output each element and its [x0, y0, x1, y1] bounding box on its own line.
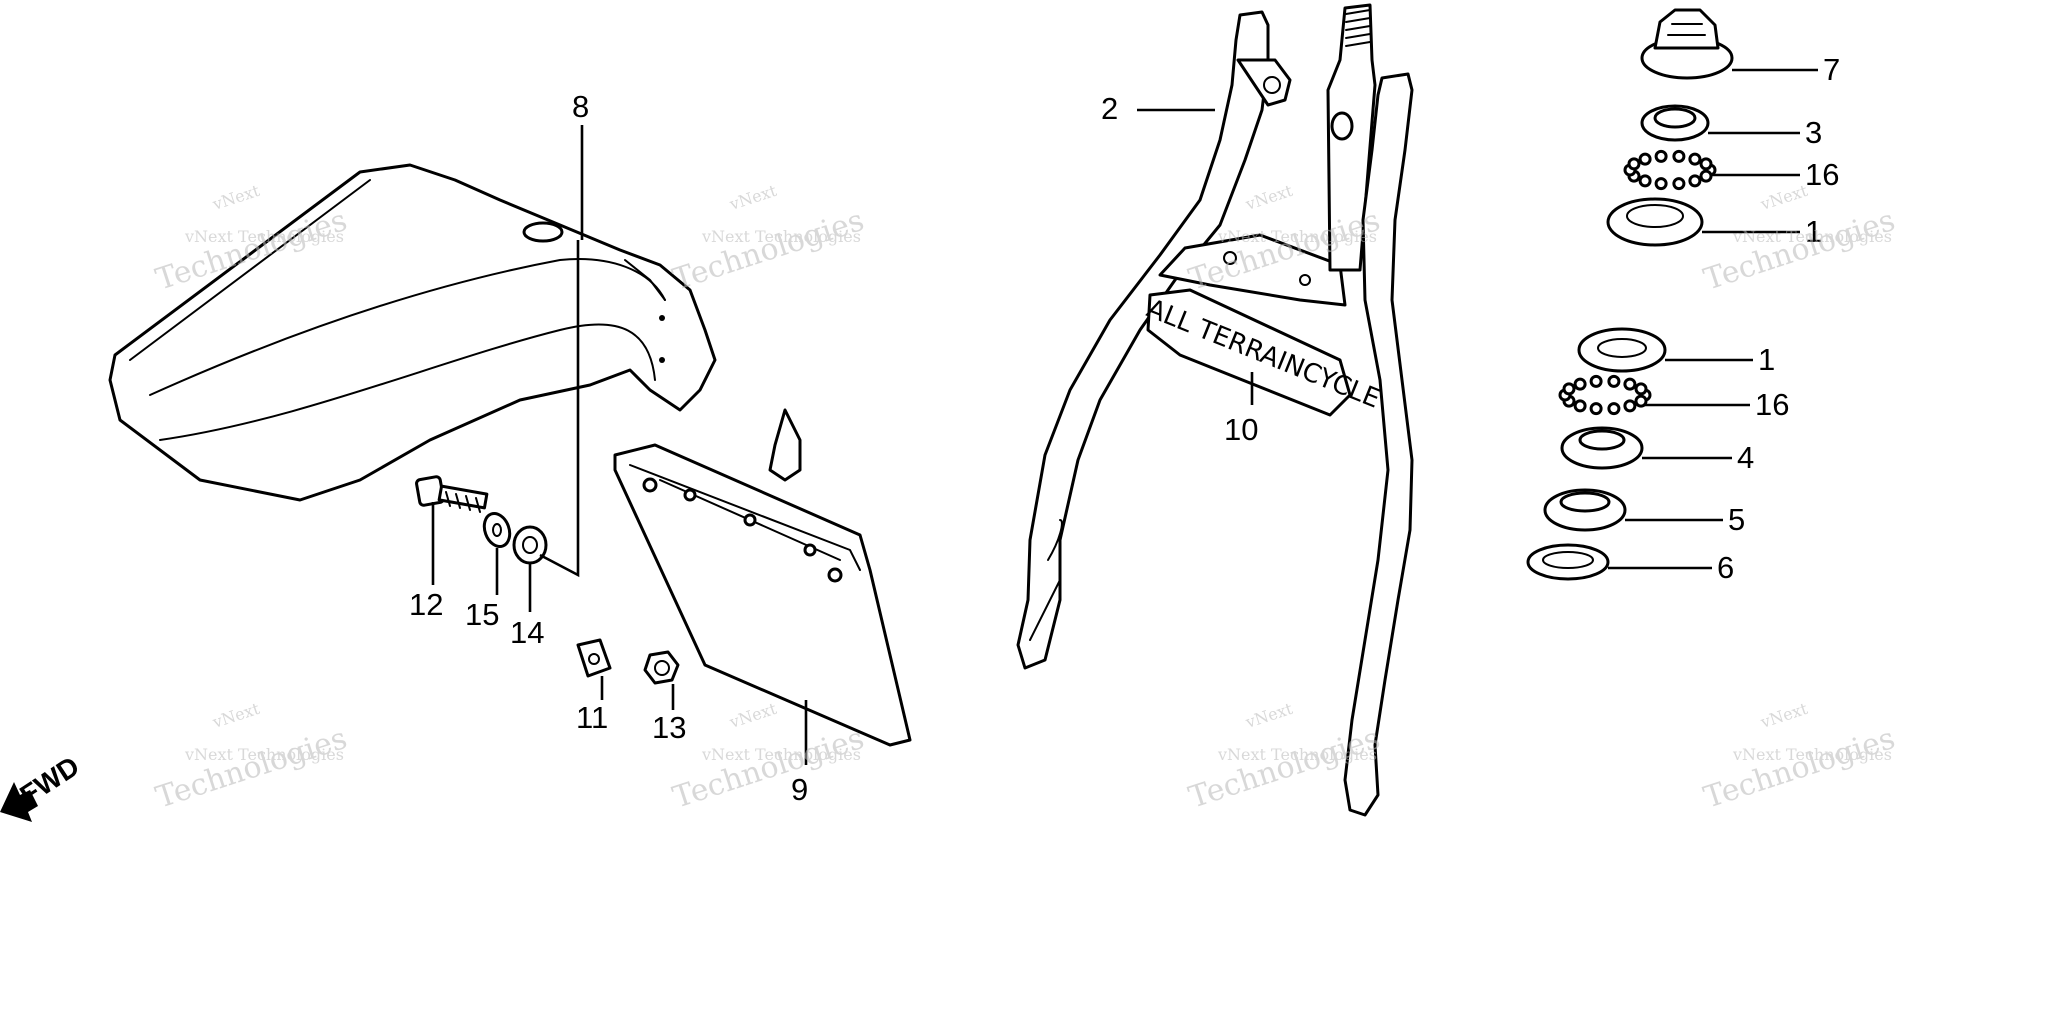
callout-1-upper: 1	[1805, 214, 1822, 249]
steel-ball	[1607, 374, 1621, 388]
svg-text:Technologies: Technologies	[1700, 203, 1900, 298]
callout-numbers: 8 2 10 9 12 15 14 11 13 7 3 16 1 1 16 4 …	[409, 52, 1840, 807]
callout-16-lower: 16	[1755, 387, 1789, 422]
callout-7: 7	[1823, 52, 1840, 87]
cone-race-3	[1640, 104, 1710, 142]
steel-ball	[1623, 377, 1637, 391]
svg-text:vNext: vNext	[209, 181, 262, 214]
ball-race-1-upper	[1606, 197, 1704, 247]
svg-text:vNext: vNext	[1757, 181, 1810, 214]
callout-2: 2	[1101, 91, 1118, 126]
svg-text:Technologies: Technologies	[669, 721, 869, 816]
callout-15: 15	[465, 597, 499, 632]
washer-15	[482, 512, 512, 548]
bolt-12	[415, 475, 489, 513]
steel-ball	[1672, 177, 1686, 191]
number-plate	[613, 443, 912, 747]
callout-9: 9	[791, 772, 808, 807]
callout-5: 5	[1728, 502, 1745, 537]
svg-text:Technologies: Technologies	[669, 203, 869, 298]
steel-balls-16-lower	[1558, 374, 1652, 416]
svg-text:vNext: vNext	[1757, 699, 1810, 732]
svg-text:Technologies: Technologies	[1700, 721, 1900, 816]
cone-race-4	[1560, 426, 1644, 470]
washer-6	[1526, 543, 1610, 581]
steel-ball	[1573, 399, 1587, 413]
front-fork	[1016, 3, 1414, 817]
nut-13	[643, 650, 680, 685]
callout-14: 14	[510, 615, 544, 650]
steel-ball	[1627, 157, 1641, 171]
steel-ball	[1623, 399, 1637, 413]
steel-ball	[1654, 149, 1668, 163]
steel-ball	[1562, 382, 1576, 396]
ball-race-1-lower	[1577, 327, 1667, 373]
svg-text:vNext Technologies: vNext Technologies	[701, 227, 861, 246]
front-fender	[108, 163, 802, 502]
svg-text:vNext Technologies: vNext Technologies	[184, 745, 344, 764]
callout-4: 4	[1737, 440, 1754, 475]
steel-ball	[1589, 374, 1603, 388]
steel-ball	[1672, 149, 1686, 163]
callout-12: 12	[409, 587, 443, 622]
grommet-14	[512, 525, 548, 565]
callout-8: 8	[572, 89, 589, 124]
steel-ball	[1699, 169, 1713, 183]
leader-lines	[431, 68, 1818, 765]
steel-ball	[1688, 152, 1702, 166]
steel-ball	[1589, 402, 1603, 416]
steel-ball	[1634, 382, 1648, 396]
svg-text:Technologies: Technologies	[152, 721, 352, 816]
svg-text:vNext Technologies: vNext Technologies	[1217, 745, 1377, 764]
steel-ball	[1638, 174, 1652, 188]
steel-ball	[1607, 402, 1621, 416]
svg-text:vNext: vNext	[1242, 181, 1295, 214]
svg-text:vNext: vNext	[1242, 699, 1295, 732]
callout-13: 13	[652, 710, 686, 745]
fwd-arrow: FWD	[0, 750, 85, 822]
svg-text:vNext Technologies: vNext Technologies	[701, 745, 861, 764]
fwd-arrow-icon	[0, 782, 38, 822]
steel-ball	[1638, 152, 1652, 166]
watermark: vNext vNext Technologies Technologies	[1700, 181, 1900, 298]
steering-nut-7	[1640, 8, 1734, 80]
steel-ball	[1634, 394, 1648, 408]
watermark: vNext vNext Technologies Technologies	[152, 699, 352, 816]
callout-3: 3	[1805, 115, 1822, 150]
dust-seal-5	[1543, 488, 1627, 532]
callout-1-lower: 1	[1758, 342, 1775, 377]
callout-6: 6	[1717, 550, 1734, 585]
watermark: vNext vNext Technologies Technologies	[669, 181, 869, 298]
svg-text:vNext: vNext	[209, 699, 262, 732]
svg-text:vNext Technologies: vNext Technologies	[1732, 745, 1892, 764]
callout-10: 10	[1224, 412, 1258, 447]
svg-text:vNext Technologies: vNext Technologies	[1732, 227, 1892, 246]
fwd-label: FWD	[14, 750, 84, 811]
watermark: vNext vNext Technologies Technologies	[1700, 699, 1900, 816]
steel-ball	[1573, 377, 1587, 391]
callout-16-upper: 16	[1805, 157, 1839, 192]
callout-11: 11	[576, 700, 608, 735]
steel-ball	[1654, 177, 1668, 191]
clip-nut-11	[576, 638, 612, 678]
svg-text:vNext: vNext	[726, 699, 779, 732]
steel-ball	[1688, 174, 1702, 188]
svg-text:vNext Technologies: vNext Technologies	[184, 227, 344, 246]
steel-ball	[1699, 157, 1713, 171]
svg-text:vNext: vNext	[726, 181, 779, 214]
svg-text:vNext Technologies: vNext Technologies	[1217, 227, 1377, 246]
steel-balls-16-upper	[1623, 149, 1717, 191]
